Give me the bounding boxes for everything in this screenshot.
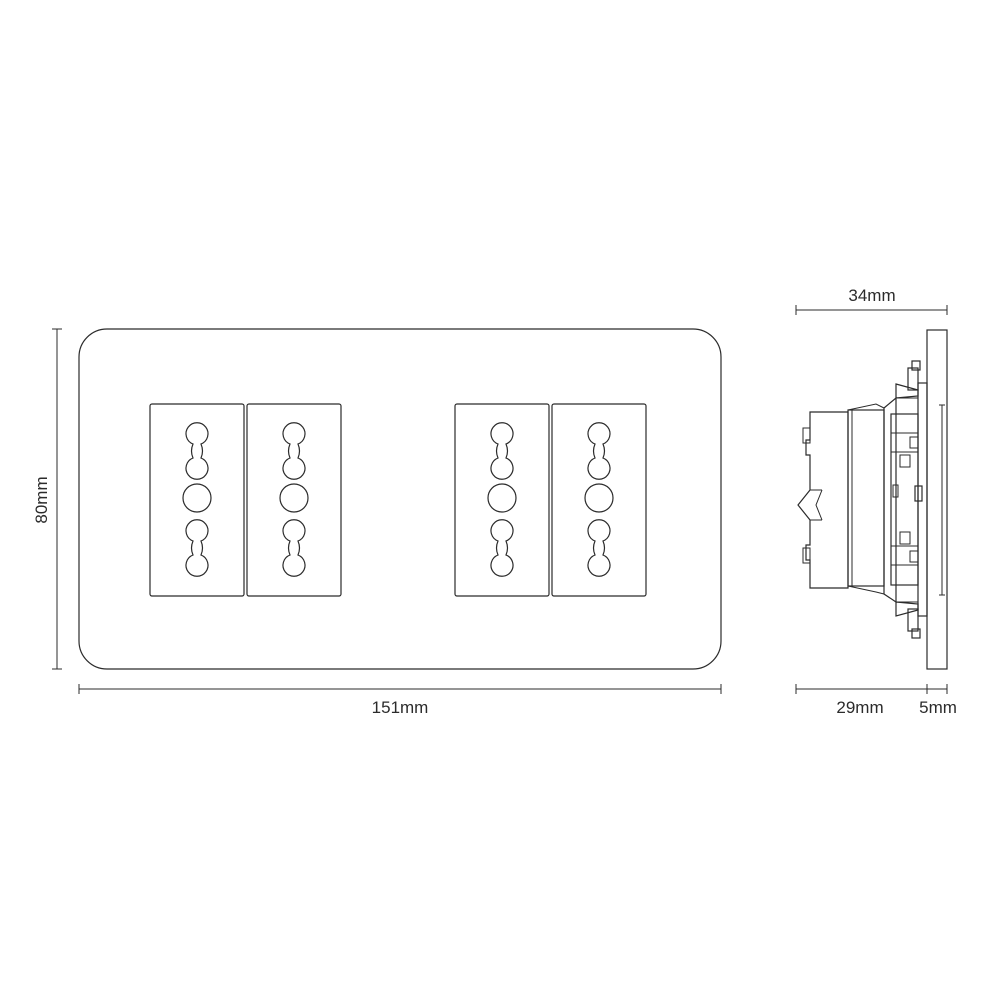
socket-module-4 [551, 403, 647, 597]
socket-hole-1-3 [185, 519, 209, 577]
socket-module-2 [246, 403, 342, 597]
socket-hole-1-1 [185, 422, 209, 480]
cover-plate [78, 328, 722, 670]
socket-hole-4-1 [587, 422, 611, 480]
socket-hole-3-3 [490, 519, 514, 577]
side-view: 34mm 29mm 5mm [795, 286, 957, 717]
module-group-right [454, 403, 647, 597]
width-dimension: 151mm [78, 684, 722, 717]
mechanism-body [797, 396, 923, 604]
front-view: 80mm 151mm [32, 328, 722, 717]
socket-hole-4-2 [584, 483, 614, 513]
bottom-depth-dimension: 29mm 5mm [795, 684, 957, 717]
socket-hole-3-2 [487, 483, 517, 513]
socket-hole-2-3 [282, 519, 306, 577]
height-dimension: 80mm [32, 328, 62, 670]
module-group-left [149, 403, 342, 597]
socket-hole-2-1 [282, 422, 306, 480]
total-depth-label: 34mm [848, 286, 895, 305]
body-depth-label: 29mm [836, 698, 883, 717]
total-depth-dimension: 34mm [795, 286, 948, 315]
socket-module-3 [454, 403, 550, 597]
socket-hole-3-1 [490, 422, 514, 480]
socket-hole-4-3 [587, 519, 611, 577]
socket-hole-2-2 [279, 483, 309, 513]
side-plate [926, 329, 948, 670]
socket-hole-1-2 [182, 483, 212, 513]
socket-holes [182, 422, 614, 577]
height-label: 80mm [32, 476, 51, 523]
width-label: 151mm [372, 698, 429, 717]
mounting-frame [895, 360, 928, 639]
plate-thickness-label: 5mm [919, 698, 957, 717]
socket-module-1 [149, 403, 245, 597]
